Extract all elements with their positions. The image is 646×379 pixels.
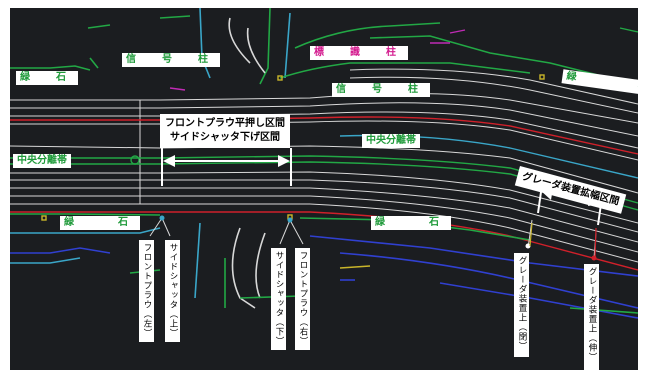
road-plan-svg bbox=[10, 8, 638, 319]
section-dimension bbox=[161, 148, 292, 186]
label-chuou-left: 中央分離帯 bbox=[13, 154, 71, 168]
grader-close-point bbox=[525, 243, 531, 249]
median-end-marker bbox=[130, 155, 140, 165]
leader-dots bbox=[159, 215, 293, 223]
vlabel-grader-open: グレーダ装置上（伸） bbox=[584, 264, 599, 370]
label-shingouchu-top: 信 号 柱 bbox=[122, 53, 220, 67]
vlabel-side-shutter-down: サイドシャッタ（下） bbox=[271, 248, 286, 350]
red-lines bbox=[10, 116, 638, 271]
vlabel-front-plow-left: フロントプラウ（左） bbox=[139, 240, 154, 342]
grader-open-point bbox=[591, 255, 597, 261]
cad-drawing: 緑 石 信 号 柱 標 識 柱 信 号 柱 緑 石 中央分離帯 中央分離帯 緑 … bbox=[10, 8, 638, 370]
label-ryokuseki-bottom-mid: 緑 石 bbox=[371, 216, 451, 230]
vlabel-side-shutter-up: サイドシャッタ（上） bbox=[165, 240, 180, 342]
label-ryokuseki-top-left: 緑 石 bbox=[16, 71, 78, 85]
label-shingouchu-mid: 信 号 柱 bbox=[332, 83, 430, 97]
vlabel-grader-close: グレーダ装置上（閉） bbox=[514, 253, 529, 357]
label-hyoshikichu: 標 識 柱 bbox=[310, 46, 408, 60]
grader-open-stem bbox=[594, 227, 597, 259]
label-ryokuseki-bottom-left: 緑 石 bbox=[60, 216, 140, 230]
road-lanes bbox=[10, 68, 638, 263]
accent-marks bbox=[41, 15, 638, 221]
vlabel-front-plow-right: フロントプラウ（右） bbox=[295, 248, 310, 350]
label-section-front-side: フロントプラウ平押し区間 サイドシャッタ下げ区間 bbox=[160, 114, 290, 148]
label-chuou-mid: 中央分離帯 bbox=[362, 134, 420, 148]
grader-close-stem bbox=[529, 222, 533, 247]
